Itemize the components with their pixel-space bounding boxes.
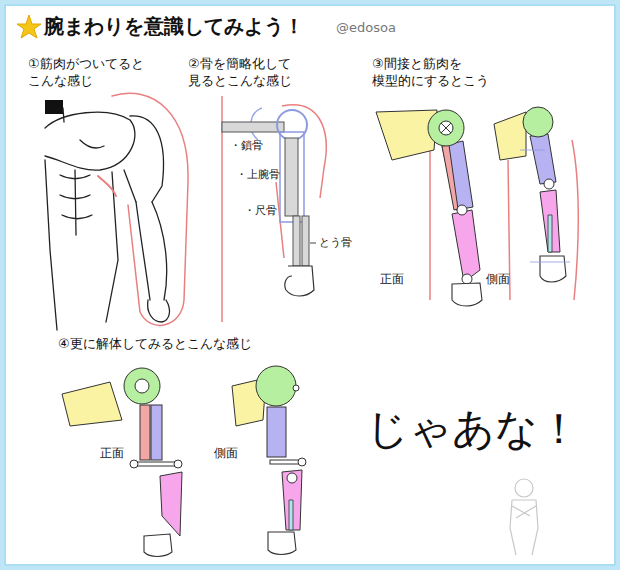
muscle-figure-part xyxy=(63,108,64,122)
model-front-part xyxy=(442,141,473,210)
exploded-side-part xyxy=(289,500,293,530)
model-front-part xyxy=(428,110,464,146)
muscle-figure-part xyxy=(45,112,135,170)
closing-text: じゃあな！ xyxy=(366,402,580,457)
exploded-front-part xyxy=(174,460,182,468)
model-front-part xyxy=(452,210,480,282)
model-side-part xyxy=(530,134,556,184)
exploded-front-part xyxy=(124,368,160,404)
section-heading: ③間接と筋肉を 模型的にするとこう xyxy=(372,56,512,90)
model-front xyxy=(376,110,482,306)
bone-figure-part xyxy=(310,243,316,244)
muscle-figure-part xyxy=(98,176,116,196)
exploded-side-part xyxy=(270,460,302,464)
muscle-figure-part xyxy=(112,93,188,325)
part-name: とう骨 xyxy=(319,236,352,250)
bone-figure-part xyxy=(277,110,307,140)
muscle-figure-part xyxy=(136,202,150,300)
exploded-side-part xyxy=(256,366,296,406)
model-front-part xyxy=(452,283,482,306)
muscle-figure-part xyxy=(124,170,136,202)
bone-figure xyxy=(222,96,326,322)
exploded-front xyxy=(62,368,182,557)
model-side-part xyxy=(523,107,553,137)
model-front-part xyxy=(429,150,431,300)
exploded-side-part xyxy=(267,407,286,457)
section-heading: ④更に解体してみるとこんな感じ xyxy=(58,336,252,353)
frame-part xyxy=(5,5,615,565)
exploded-side-part xyxy=(268,532,296,555)
exploded-front-part xyxy=(151,405,162,460)
muscle-figure-part xyxy=(45,100,63,114)
model-side-part xyxy=(548,215,552,252)
model-front-part xyxy=(442,145,458,210)
title-text: 腕まわりを意識してみよう！ xyxy=(44,13,304,39)
bone-figure-part xyxy=(280,132,304,222)
part-name: ・尺骨 xyxy=(244,204,277,218)
watermark: @edosoa xyxy=(336,20,396,37)
view-name: 正面 xyxy=(380,272,404,288)
model-side-part xyxy=(520,150,570,262)
muscle-figure-part xyxy=(148,300,170,322)
exploded-side-part xyxy=(293,385,299,391)
exploded-front-part xyxy=(140,405,150,460)
view-name: 側面 xyxy=(214,446,238,462)
exploded-front-part xyxy=(144,534,172,557)
model-side-part xyxy=(540,256,566,282)
small-figure-part xyxy=(515,479,533,497)
model-front-part xyxy=(441,123,451,133)
part-name: ・鎖骨 xyxy=(230,139,263,153)
model-side-part xyxy=(544,179,554,189)
section-heading: ①筋肉がついてると こんな感じ xyxy=(28,56,173,90)
part-name: ・上腕骨 xyxy=(236,168,280,182)
view-name: 正面 xyxy=(100,446,124,462)
exploded-side-part xyxy=(287,473,297,483)
exploded-side-part xyxy=(282,470,302,530)
muscle-figure-part xyxy=(45,160,57,330)
bone-figure-part xyxy=(302,216,309,266)
section-heading: ②骨を簡略化して 見るとこんな感じ xyxy=(188,56,328,90)
muscle-figure-part xyxy=(152,202,167,300)
bone-figure-part xyxy=(222,122,284,132)
small-figure xyxy=(510,479,538,555)
small-figure-part xyxy=(510,500,538,555)
exploded-front-part xyxy=(130,460,138,468)
title-star xyxy=(17,15,41,38)
model-front-part xyxy=(376,110,437,160)
exploded-side xyxy=(232,366,306,555)
bone-figure-part xyxy=(293,216,300,266)
model-front-part xyxy=(462,274,472,284)
muscle-figure-part xyxy=(60,170,92,235)
model-side-part xyxy=(494,112,526,160)
model-side xyxy=(494,107,578,300)
muscle-figure-part xyxy=(130,116,164,202)
exploded-front-part xyxy=(134,462,178,466)
exploded-front-part xyxy=(62,382,122,426)
view-name: 側面 xyxy=(486,272,510,288)
model-front-part xyxy=(457,205,467,215)
muscle-figure xyxy=(45,93,188,330)
muscle-figure-part xyxy=(80,140,104,148)
model-front-part xyxy=(439,121,453,135)
exploded-front-part xyxy=(160,472,182,536)
bone-figure-part xyxy=(285,266,314,296)
exploded-side-part xyxy=(298,458,306,466)
bone-figure-part xyxy=(285,138,298,216)
title-star-part xyxy=(17,15,41,38)
exploded-front-part xyxy=(135,379,149,393)
model-side-part xyxy=(540,190,560,252)
